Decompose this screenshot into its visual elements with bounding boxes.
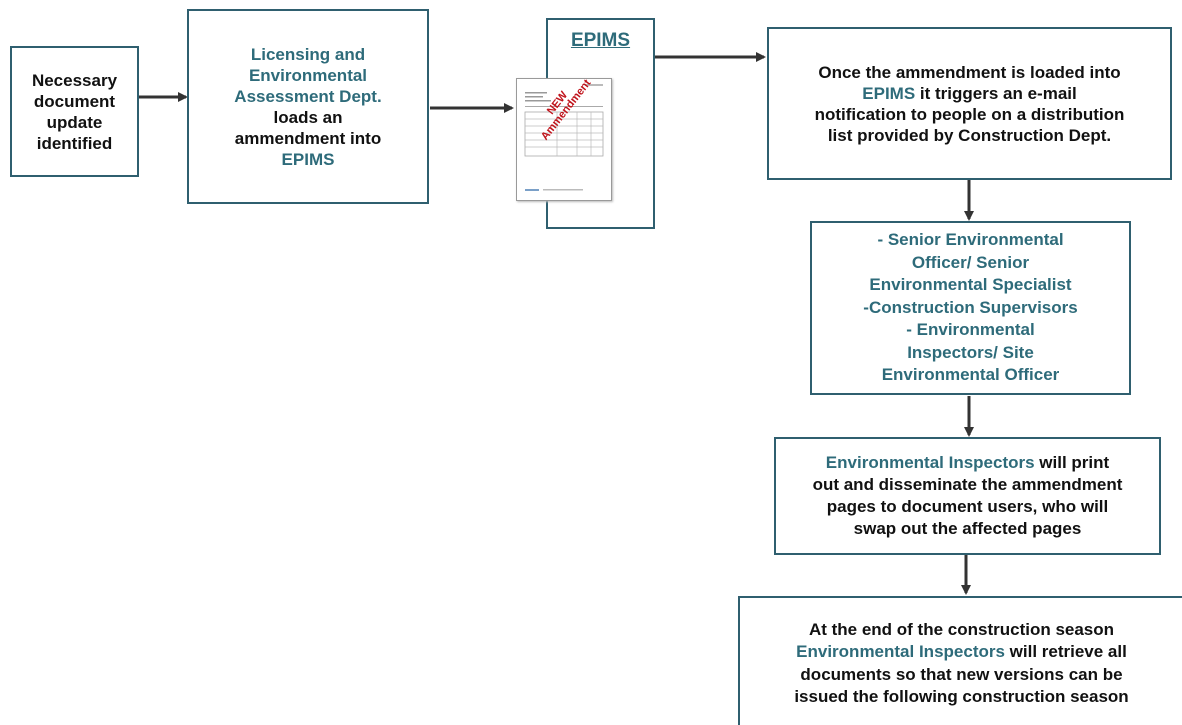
step2-line: Licensing and — [250, 44, 366, 64]
recipient-line: - Environmental — [906, 320, 1035, 340]
step2-line: ammendment into — [234, 128, 382, 148]
step6-line: issued the following construction season — [794, 687, 1129, 706]
step3-line: EPIMS it triggers an e-mail — [862, 83, 1076, 104]
step5-print-text: will print — [1034, 453, 1110, 472]
step5-inspectors: Environmental Inspectors — [825, 453, 1035, 472]
step2-line: Environmental — [248, 65, 368, 85]
step-retrieve-documents: At the end of the construction season En… — [738, 596, 1182, 725]
step-licensing-dept-loads: Licensing and Environmental Assessment D… — [187, 9, 429, 204]
recipient-line: Officer/ Senior — [911, 252, 1030, 272]
recipient-line: Inspectors/ Site — [907, 342, 1034, 362]
step3-epims: EPIMS — [862, 83, 916, 103]
step3-line: list provided by Construction Dept. — [827, 125, 1112, 145]
epims-title: EPIMS — [570, 30, 631, 51]
step6-line: Environmental Inspectors will retrieve a… — [796, 641, 1127, 664]
step-document-update-identified: Necessary document update identified — [10, 46, 139, 177]
step-email-notification: Once the ammendment is loaded into EPIMS… — [767, 27, 1172, 180]
recipient-line: Environmental Officer — [881, 365, 1060, 385]
step5-line: Environmental Inspectors will print — [826, 452, 1109, 474]
recipient-line: - Senior Environmental — [877, 230, 1064, 250]
recipient-line: Environmental Specialist — [869, 275, 1072, 295]
step-print-disseminate: Environmental Inspectors will print out … — [774, 437, 1161, 555]
step2-line: Assessment Dept. — [234, 86, 382, 106]
step6-line: documents so that new versions can be — [800, 664, 1123, 684]
step3-trigger-text: it triggers an e-mail — [915, 83, 1077, 103]
step-distribution-list: - Senior Environmental Officer/ Senior E… — [810, 221, 1131, 395]
step6-line: At the end of the construction season — [808, 619, 1115, 639]
step3-line: Once the ammendment is loaded into — [818, 62, 1121, 82]
step6-retrieve-text: will retrieve all — [1004, 642, 1127, 661]
step5-line: out and disseminate the ammendment — [812, 475, 1123, 494]
step6-inspectors: Environmental Inspectors — [796, 642, 1005, 661]
recipient-line: -Construction Supervisors — [863, 297, 1078, 317]
amendment-document-image: NEW Ammendment — [516, 77, 612, 201]
step2-line: EPIMS — [281, 149, 335, 169]
document-lines-graphic — [524, 84, 604, 191]
step1-line: document — [33, 91, 116, 111]
step2-line: loads an — [273, 107, 343, 127]
step5-line: swap out the affected pages — [853, 519, 1082, 538]
step1-line: Necessary — [31, 70, 118, 90]
step1-line: identified — [36, 133, 113, 153]
step5-line: pages to document users, who will — [826, 497, 1109, 516]
step3-line: notification to people on a distribution — [814, 104, 1125, 124]
step1-line: update — [46, 112, 103, 132]
